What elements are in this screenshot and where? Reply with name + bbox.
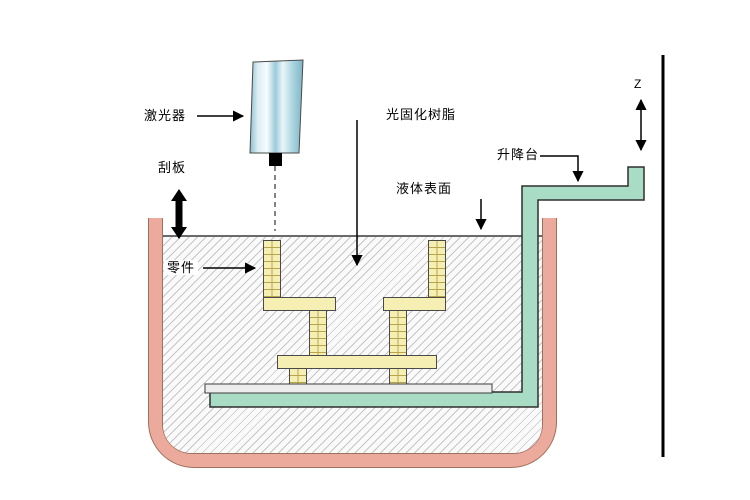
part-bar-right	[383, 297, 446, 311]
part-bar-left	[263, 297, 336, 311]
part-column-outer-left	[263, 240, 281, 298]
part-leg-left	[289, 368, 307, 385]
build-plate	[204, 383, 493, 394]
platform-pointer-arrow	[540, 155, 584, 183]
liquid-surface-label: 液体表面	[396, 181, 453, 196]
laser-emitter	[269, 153, 282, 166]
laser-label: 激光器	[144, 108, 187, 123]
part-base-bar	[277, 355, 437, 369]
resin-label: 光固化树脂	[386, 107, 457, 122]
scraper-label: 刮板	[158, 160, 187, 175]
elevator-platform	[209, 166, 645, 408]
part-label: 零件	[164, 260, 199, 275]
part-column-inner-right	[389, 310, 407, 356]
lift-platform-label: 升降台	[497, 147, 540, 162]
scraper-motion-arrow	[171, 189, 187, 239]
resin-liquid	[163, 235, 542, 453]
part-leg-right	[389, 368, 407, 385]
part-column-outer-right	[428, 240, 446, 298]
z-axis-label: Z	[634, 77, 643, 91]
laser-body	[249, 59, 304, 154]
